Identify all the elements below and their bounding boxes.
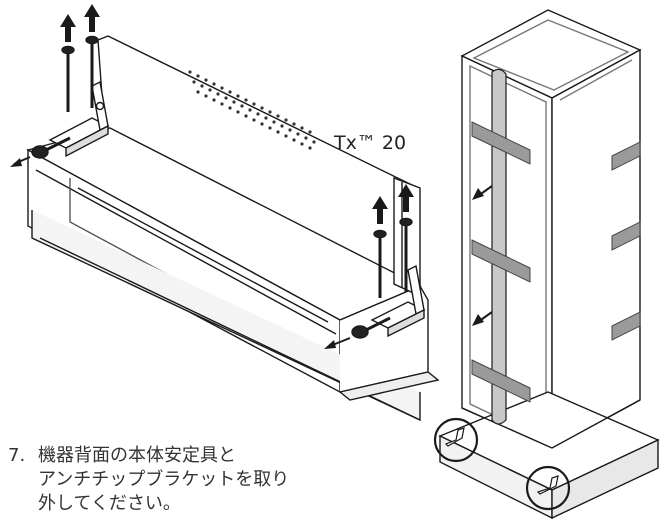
corner-brackets (444, 427, 559, 495)
tool-label: Tx™ 20 (334, 132, 407, 154)
left-vertical-screws (61, 35, 99, 112)
left-up-arrows (60, 4, 100, 42)
packing-straps (471, 121, 641, 403)
base-front-inner-line (35, 169, 337, 335)
rack-base-detail (26, 35, 440, 422)
left-front-screw (31, 136, 71, 159)
rack-front-arrows (472, 185, 493, 326)
base-front-recess-2 (77, 187, 329, 323)
left-anti-tip-bracket (48, 80, 110, 158)
step-number: 7. (8, 445, 26, 466)
rack-cabinet (438, 9, 660, 520)
pallet-bottom (31, 210, 421, 422)
ramp-tube (491, 68, 507, 425)
instruction-line-3: 外してください。 (38, 493, 181, 514)
perforation-pattern (188, 70, 316, 150)
highlight-circles (433, 417, 571, 511)
left-screw-arrowhead (10, 158, 22, 167)
right-front-screw (351, 316, 391, 339)
instruction-step: 7. 機器背面の本体安定具と アンチチップブラケットを取り 外してください。 (8, 444, 338, 516)
right-vertical-screws (373, 217, 413, 298)
base-right-foot (338, 371, 440, 401)
right-screw-arrowhead (324, 340, 336, 349)
instruction-line-2: アンチチップブラケットを取り (38, 469, 290, 490)
instruction-line-1: 機器背面の本体安定具と (38, 445, 236, 466)
rack-side (551, 48, 641, 450)
right-up-arrows (372, 184, 414, 224)
